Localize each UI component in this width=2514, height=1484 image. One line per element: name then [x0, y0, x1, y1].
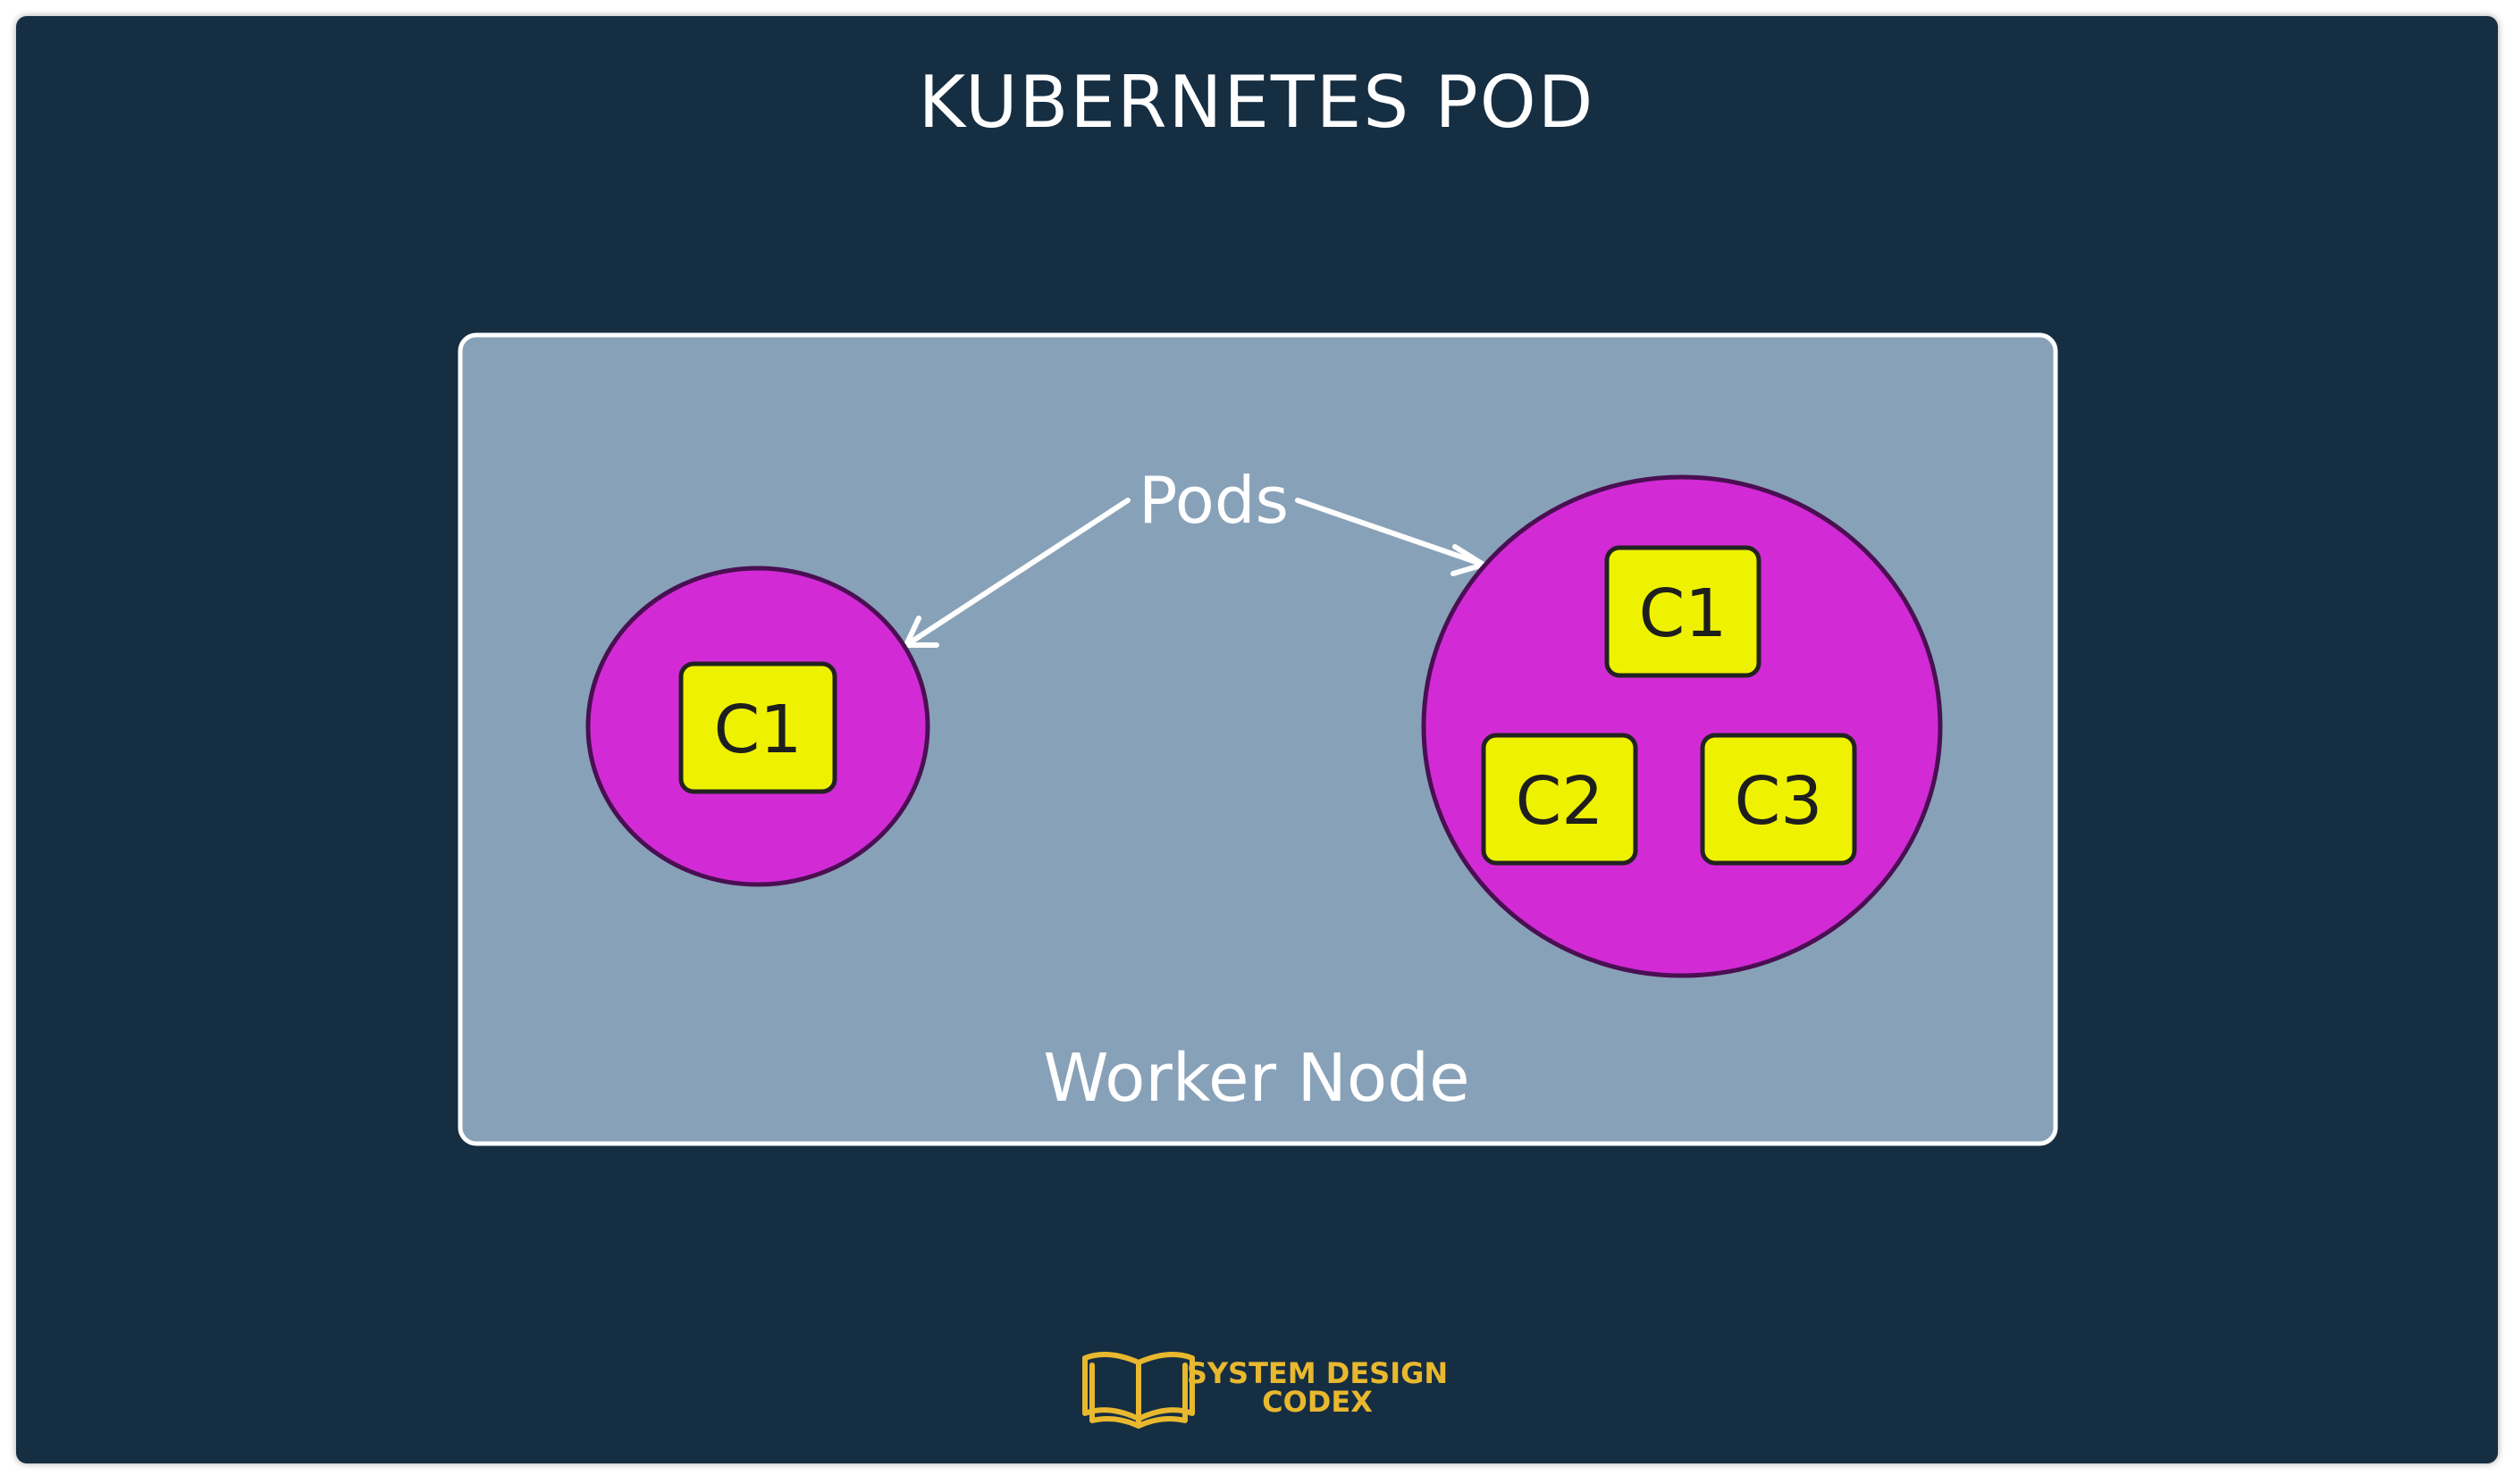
container-label: C2: [1516, 763, 1604, 840]
container-box: C2: [1481, 733, 1638, 866]
pods-label: Pods: [1139, 463, 1289, 538]
container-box: C1: [1604, 545, 1761, 678]
arrow-to-pod-1: [904, 498, 1131, 648]
container-label: C1: [1639, 575, 1728, 652]
open-book-icon: [1082, 1352, 1195, 1429]
worker-node-label: Worker Node: [1043, 1040, 1469, 1117]
brand-name-line2: CODEX: [1262, 1385, 1373, 1419]
container-box: C1: [678, 661, 837, 794]
pod-2: C1 C2 C3: [1421, 474, 1943, 978]
pod-1: C1: [585, 566, 930, 887]
brand-logo: SYSTEM DESIGN CODEX: [1082, 1352, 1448, 1429]
container-label: C3: [1735, 763, 1823, 840]
diagram-title: KUBERNETES POD: [919, 61, 1595, 144]
container-box: C3: [1700, 733, 1857, 866]
container-label: C1: [714, 692, 803, 768]
brand-name-line1: SYSTEM DESIGN: [1187, 1356, 1448, 1390]
